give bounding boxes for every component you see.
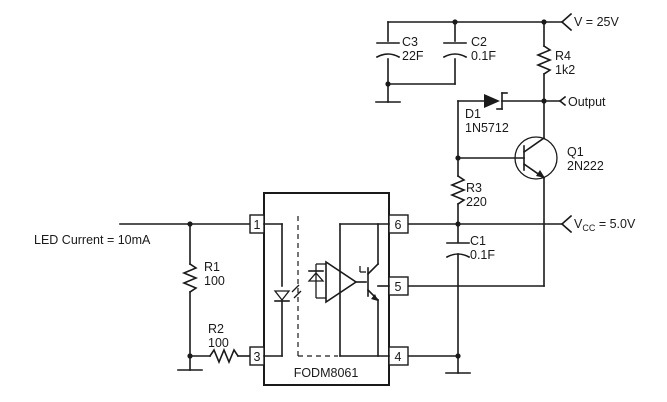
c1-value: 0.1F	[470, 248, 495, 262]
resistor-r2	[177, 347, 251, 371]
pin-3-label: 3	[254, 350, 261, 364]
capacitor-c2	[442, 42, 468, 59]
pin-4-label: 4	[395, 350, 402, 364]
r4-value: 1k2	[555, 63, 575, 77]
r3-value: 220	[466, 195, 487, 209]
d1-value: 1N5712	[465, 121, 509, 135]
supply-rail	[385, 19, 563, 103]
capacitor-c3	[375, 42, 401, 59]
r4-ref: R4	[555, 49, 571, 63]
c3-ref: C3	[402, 35, 418, 49]
internal-output-transistor	[339, 223, 390, 357]
v-supply-terminal	[560, 12, 573, 32]
capacitor-c1	[445, 223, 471, 357]
c1-ref: C1	[470, 234, 486, 248]
c2-ref: C2	[471, 35, 487, 49]
r3-ref: R3	[466, 181, 482, 195]
pin-1-label: 1	[254, 218, 261, 232]
d1-ref: D1	[465, 107, 481, 121]
r2-value: 100	[208, 336, 229, 350]
isolation-barrier	[297, 216, 338, 357]
internal-amplifier	[325, 260, 358, 304]
v-supply-label: V = 25V	[574, 15, 619, 29]
output-label: Output	[568, 95, 606, 109]
resistor-r4	[535, 21, 553, 102]
c3-value: 22F	[402, 49, 424, 63]
chip-label: FODM8061	[294, 366, 359, 380]
output-node	[541, 95, 567, 107]
c2-value: 0.1F	[471, 49, 496, 63]
q1-ref: Q1	[567, 145, 584, 159]
internal-photodiode	[307, 263, 326, 299]
resistor-r3	[449, 157, 467, 225]
internal-led	[263, 223, 302, 357]
q1-value: 2N222	[567, 159, 604, 173]
led-input-wire	[119, 221, 251, 227]
led-current-label: LED Current = 10mA	[34, 233, 151, 247]
transistor-q1	[514, 100, 558, 287]
pin4-ground	[407, 353, 471, 374]
vcc-rail	[407, 214, 573, 234]
resistor-r1	[181, 223, 199, 357]
r2-ref: R2	[208, 322, 224, 336]
pin-6-label: 6	[395, 218, 402, 232]
diode-d1	[457, 92, 545, 110]
pin-5-label: 5	[395, 280, 402, 294]
vcc-label: VCC = 5.0V	[574, 217, 636, 233]
r1-value: 100	[204, 274, 225, 288]
r1-ref: R1	[204, 260, 220, 274]
